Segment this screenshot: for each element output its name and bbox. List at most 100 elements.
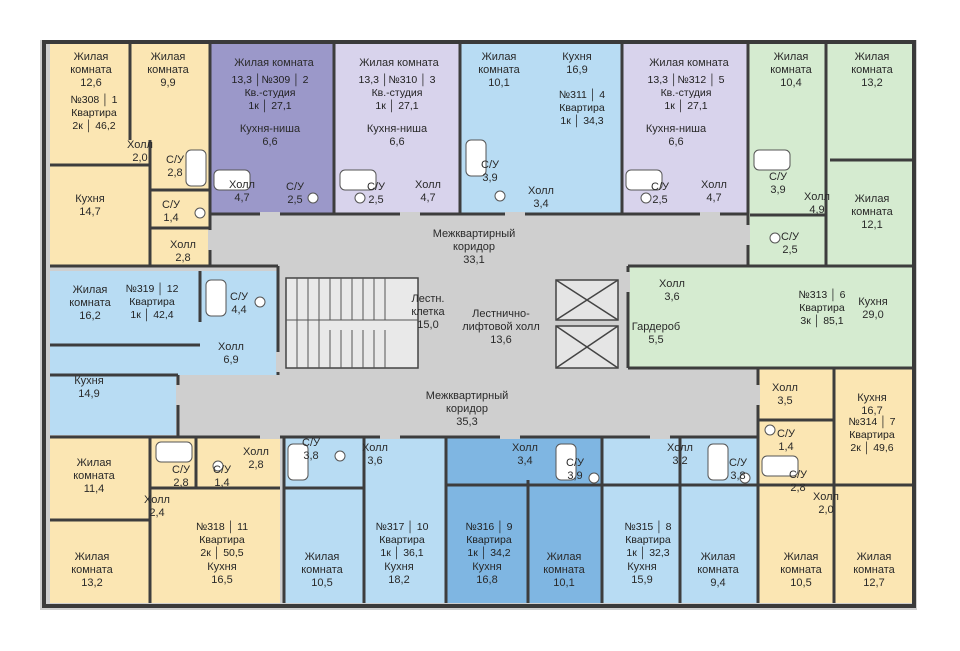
doors: [176, 212, 760, 439]
label-line: Квартира: [559, 102, 605, 114]
label-line: 10,1: [553, 577, 574, 589]
label-line: Жилая: [855, 51, 890, 63]
label-line: Квартира: [625, 534, 671, 546]
label-line: 3к │ 85,1: [800, 314, 843, 328]
label-line: №311 │ 4: [559, 88, 605, 102]
label-line: комната: [71, 564, 113, 576]
label-line: 4,7: [420, 192, 435, 204]
toilet-icon: [494, 190, 506, 202]
label-line: коридор: [446, 403, 488, 415]
label-line: 3,9: [482, 172, 497, 184]
toilet-icon: [212, 460, 224, 472]
label-line: 13,3 │№312 │ 5: [648, 73, 725, 87]
label-line: С/У: [367, 181, 386, 193]
label-line: Жилая: [784, 551, 819, 563]
label-line: 10,5: [311, 577, 332, 589]
zone-apt-313-bottom[interactable]: [628, 266, 912, 368]
label-line: Кухня: [75, 193, 104, 205]
toilet-icon: [739, 472, 751, 484]
label-line: 16,8: [476, 574, 497, 586]
label-line: 2,8: [173, 477, 188, 489]
label-line: 2,5: [782, 244, 797, 256]
label-line: 9,4: [710, 577, 725, 589]
elevator-shafts: [555, 279, 619, 369]
label-line: С/У: [302, 437, 321, 449]
label-line: 13,3 │№310 │ 3: [359, 73, 436, 87]
label-line: 2,8: [790, 482, 805, 494]
label-line: 35,3: [456, 416, 477, 428]
toilet-icon: [194, 207, 206, 219]
label-line: С/У: [213, 464, 232, 476]
label-line: 1,4: [163, 212, 178, 224]
label-line: 2,0: [132, 152, 147, 164]
label-line: Жилая: [774, 51, 809, 63]
bathroom-fixtures: [155, 139, 799, 484]
label-line: 18,2: [388, 574, 409, 586]
label-line: лифтовой холл: [462, 321, 540, 333]
label-line: Кухня: [472, 561, 501, 573]
label-line: 15,9: [631, 574, 652, 586]
label-line: 1к │ 42,4: [130, 308, 173, 322]
bathtub-icon: [465, 139, 487, 177]
label-line: Жилая: [305, 551, 340, 563]
label-line: комната: [147, 64, 189, 76]
label-r8: Жилая комната: [234, 57, 314, 69]
label-line: 12,6: [80, 77, 101, 89]
zone-apt-319-low[interactable]: [50, 375, 176, 435]
label-line: 15,0: [417, 319, 438, 331]
zone-apt-319[interactable]: [50, 271, 278, 375]
label-line: Кухня: [627, 561, 656, 573]
label-r20: Жилая комната: [649, 57, 729, 69]
label-line: Кв.-студия: [372, 87, 423, 99]
label-line: 2к │ 46,2: [72, 119, 115, 133]
corridor-upper[interactable]: [210, 214, 748, 266]
label-line: 4,4: [231, 304, 246, 316]
toilet-icon: [588, 472, 600, 484]
label-line: №315 │ 8: [624, 520, 671, 534]
bathtub-icon: [753, 149, 791, 171]
label-line: Кухня: [562, 51, 591, 63]
label-line: Кв.-студия: [661, 87, 712, 99]
stair-steps: [286, 278, 418, 368]
label-line: Жилая комната: [359, 57, 439, 69]
label-line: 3,6: [367, 455, 382, 467]
label-line: Квартира: [466, 534, 512, 546]
bathtub-icon: [761, 455, 799, 477]
label-line: Жилая: [701, 551, 736, 563]
label-line: комната: [543, 564, 585, 576]
bathtub-icon: [205, 279, 227, 317]
label-line: С/У: [286, 181, 305, 193]
label-line: 1к │ 27,1: [664, 99, 707, 113]
label-line: 13,2: [81, 577, 102, 589]
label-line: 5,5: [648, 334, 663, 346]
label-line: Квартира: [849, 429, 895, 441]
corridor-lower[interactable]: [178, 377, 758, 437]
label-line: Кухня: [74, 375, 103, 387]
label-line: 14,7: [79, 206, 100, 218]
zone-apt-311[interactable]: [460, 44, 622, 214]
label-line: Квартира: [199, 534, 245, 546]
